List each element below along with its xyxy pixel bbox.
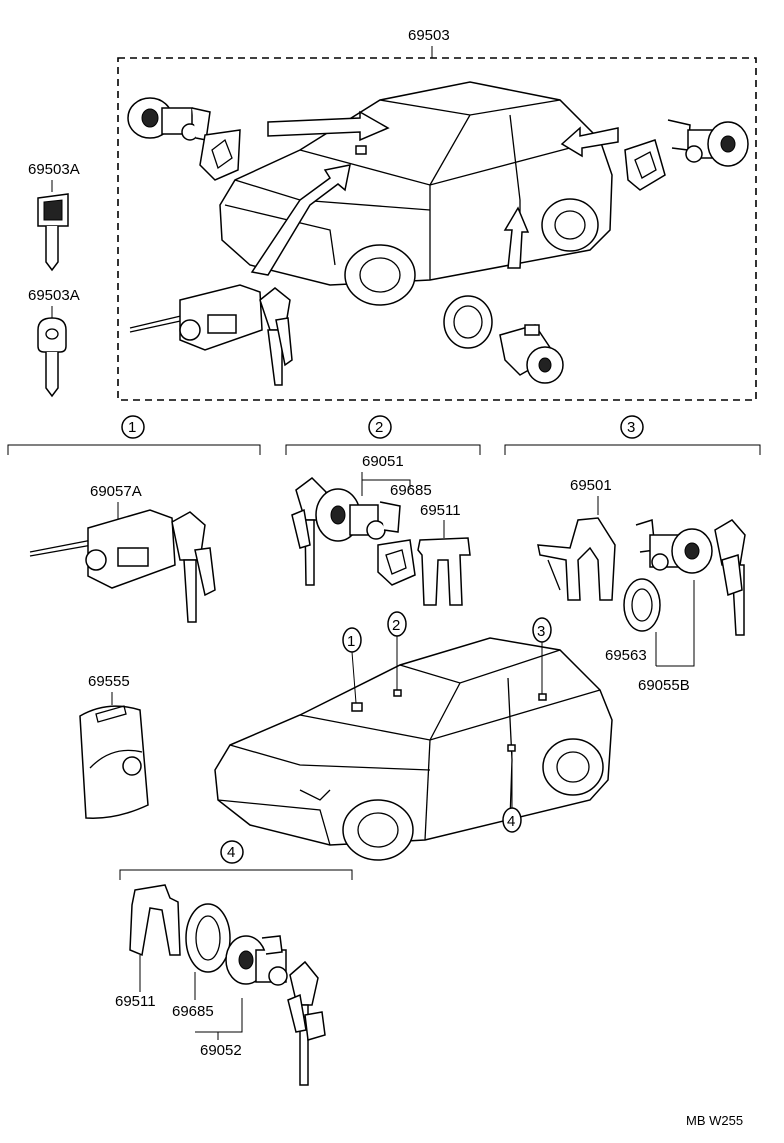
top-left-door-lock bbox=[127, 97, 241, 181]
group-4-door-lock: 69511 69685 69052 bbox=[115, 884, 326, 1086]
group-header-3: 3 bbox=[504, 415, 761, 455]
label-69501: 69501 bbox=[570, 477, 612, 494]
main-car-illustration bbox=[214, 637, 613, 861]
label-69052: 69052 bbox=[200, 1042, 242, 1059]
group-header-1: 1 bbox=[7, 415, 261, 455]
car-callout-4: 4 bbox=[507, 813, 515, 830]
group-3-rear-lock: 69501 69563 69055B bbox=[537, 477, 746, 694]
car-callout-2: 2 bbox=[392, 617, 400, 634]
top-bottom-door-lock bbox=[443, 295, 564, 384]
group-2-number: 2 bbox=[375, 419, 383, 436]
label-69555: 69555 bbox=[88, 673, 130, 690]
label-69511-2: 69511 bbox=[115, 993, 156, 1010]
label-69563: 69563 bbox=[605, 647, 647, 664]
group-header-2: 2 bbox=[285, 415, 481, 455]
group-2-door-lock: 69051 69685 69511 bbox=[291, 453, 471, 606]
key-69503a-1: 69503A bbox=[28, 161, 80, 272]
car-callout-1: 1 bbox=[347, 633, 355, 650]
diagram-code: MB W255 bbox=[686, 1113, 743, 1128]
label-69055b: 69055B bbox=[638, 677, 690, 694]
label-69057a: 69057A bbox=[90, 483, 142, 500]
label-69685-1: 69685 bbox=[390, 482, 432, 499]
label-69503a-1: 69503A bbox=[28, 161, 80, 178]
top-ignition-lock bbox=[129, 284, 293, 386]
group-1-number: 1 bbox=[128, 419, 136, 436]
label-69503: 69503 bbox=[408, 27, 450, 44]
label-69503a-2: 69503A bbox=[28, 287, 80, 304]
group-3-number: 3 bbox=[627, 419, 635, 436]
car-callout-3: 3 bbox=[537, 623, 545, 640]
top-car-illustration bbox=[219, 81, 613, 306]
car-callouts: 1 2 3 4 bbox=[342, 611, 552, 833]
group-4-number: 4 bbox=[227, 844, 235, 861]
label-69051: 69051 bbox=[362, 453, 404, 470]
group-1-ignition: 69057A bbox=[29, 483, 216, 623]
label-69511-1: 69511 bbox=[420, 502, 461, 519]
key-case-69555: 69555 bbox=[79, 673, 149, 819]
label-69685-2: 69685 bbox=[172, 1003, 214, 1020]
top-right-door-lock bbox=[624, 119, 749, 191]
key-69503a-2: 69503A bbox=[28, 287, 80, 398]
group-header-4: 4 bbox=[119, 840, 353, 880]
assembly-arrows bbox=[250, 110, 619, 276]
assembly-frame: 69503 bbox=[117, 27, 757, 401]
